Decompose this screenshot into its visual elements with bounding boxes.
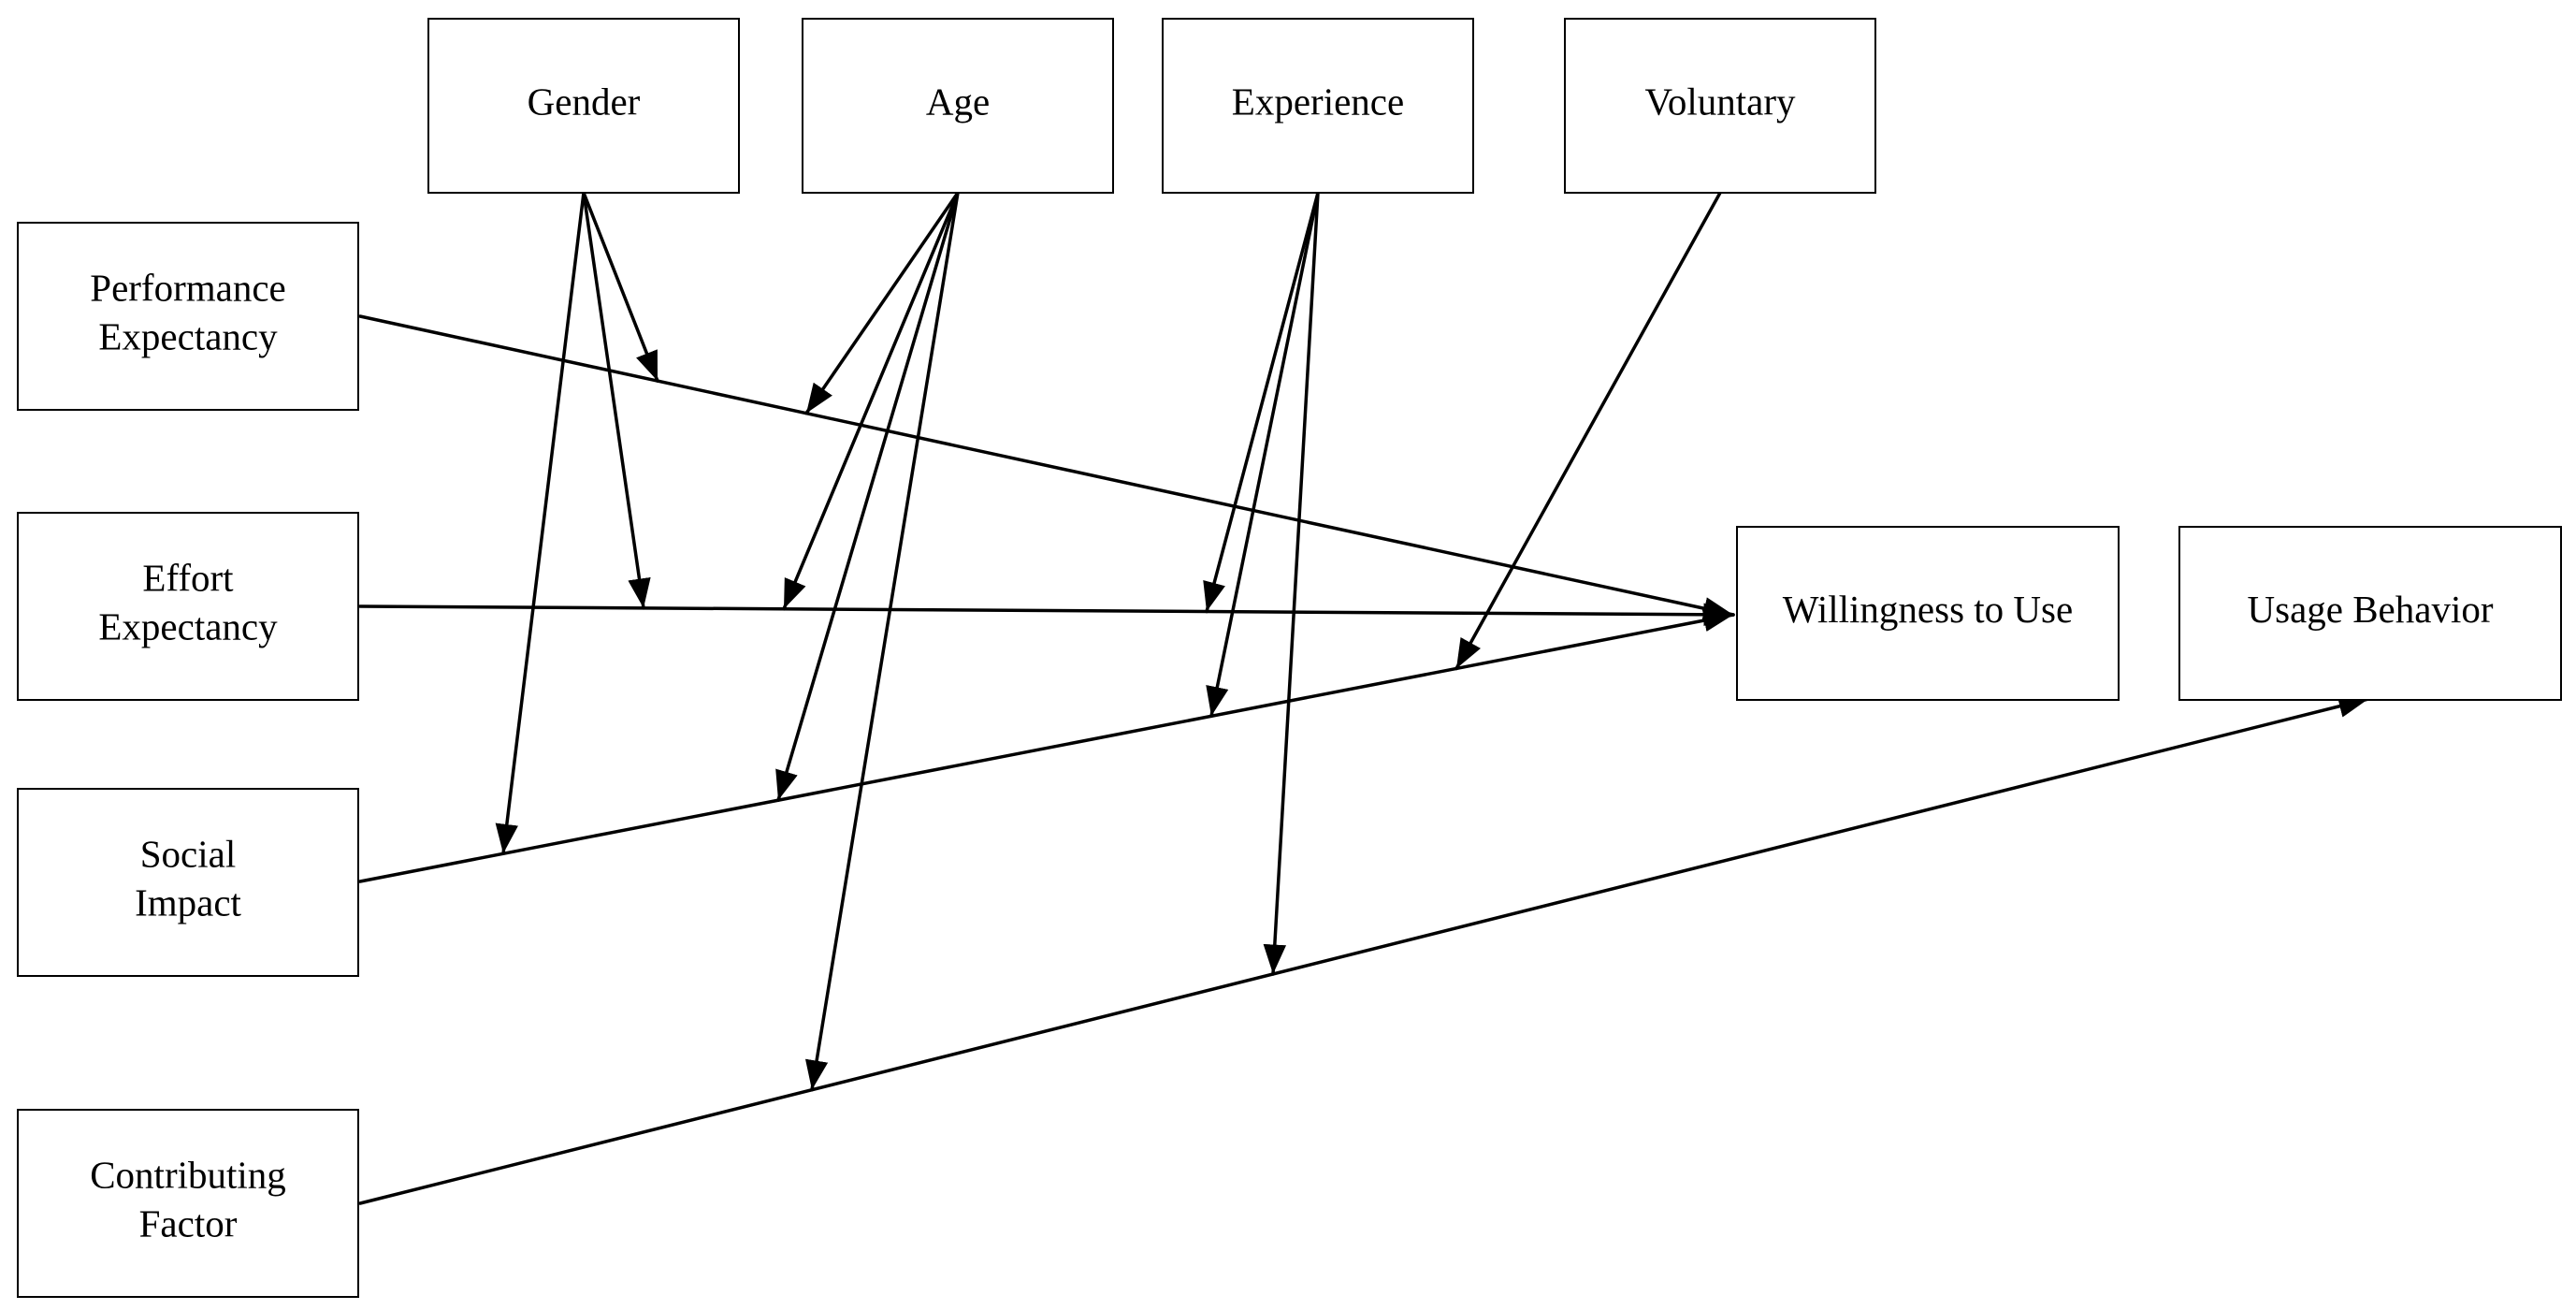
- node-willingness-to-use: Willingness to Use: [1736, 526, 2120, 701]
- node-label: Experience: [1232, 80, 1404, 123]
- arrow-effort-expectancy-to-willingness-to-use: [358, 603, 1735, 627]
- node-box: [17, 1109, 359, 1298]
- node-label: Performance: [90, 266, 285, 309]
- node-label: Voluntary: [1645, 80, 1796, 123]
- arrow-performance-expectancy-to-willingness-to-use: [358, 314, 1735, 620]
- node-label: Usage Behavior: [2248, 588, 2494, 631]
- node-label: Expectancy: [98, 604, 278, 648]
- node-label: Social: [140, 832, 236, 875]
- moderator-arrow-age-on-contributing-factor: [804, 191, 960, 1092]
- arrow-contributing-factor-to-usage-behavior: [358, 694, 2370, 1205]
- node-label: Willingness to Use: [1783, 588, 2073, 631]
- node-voluntary: Voluntary: [1564, 18, 1876, 194]
- node-box: [17, 788, 359, 977]
- node-age: Age: [802, 18, 1114, 194]
- node-experience: Experience: [1162, 18, 1474, 194]
- moderator-arrow-age-on-social-impact: [775, 191, 960, 802]
- moderator-arrow-experience-on-effort-expectancy: [1203, 191, 1320, 614]
- node-box: [427, 18, 740, 194]
- moderator-arrow-voluntary-on-social-impact: [1454, 191, 1722, 671]
- moderator-arrow-age-on-performance-expectancy: [804, 191, 960, 415]
- node-box: [802, 18, 1114, 194]
- moderator-arrow-experience-on-social-impact: [1206, 191, 1320, 719]
- node-box: [1564, 18, 1876, 194]
- moderator-arrow-gender-on-social-impact: [495, 191, 586, 856]
- node-label: Effort: [142, 556, 234, 599]
- node-label: Factor: [139, 1201, 238, 1244]
- node-box: [17, 512, 359, 701]
- node-box: [2178, 526, 2562, 701]
- node-usage-behavior: Usage Behavior: [2178, 526, 2562, 701]
- node-label: Age: [926, 80, 990, 123]
- node-label: Impact: [135, 881, 241, 924]
- moderator-arrow-experience-on-contributing-factor: [1263, 191, 1320, 976]
- node-label: Gender: [528, 80, 641, 123]
- moderator-arrow-gender-on-performance-expectancy: [582, 191, 659, 383]
- moderator-arrow-gender-on-effort-expectancy: [582, 191, 651, 610]
- node-box: [1736, 526, 2120, 701]
- node-label: Expectancy: [98, 314, 278, 357]
- node-label: Contributing: [90, 1153, 286, 1196]
- moderator-arrow-age-on-effort-expectancy: [782, 191, 960, 611]
- node-box: [17, 222, 359, 411]
- node-gender: Gender: [427, 18, 740, 194]
- arrow-social-impact-to-willingness-to-use: [358, 608, 1735, 883]
- node-box: [1162, 18, 1474, 194]
